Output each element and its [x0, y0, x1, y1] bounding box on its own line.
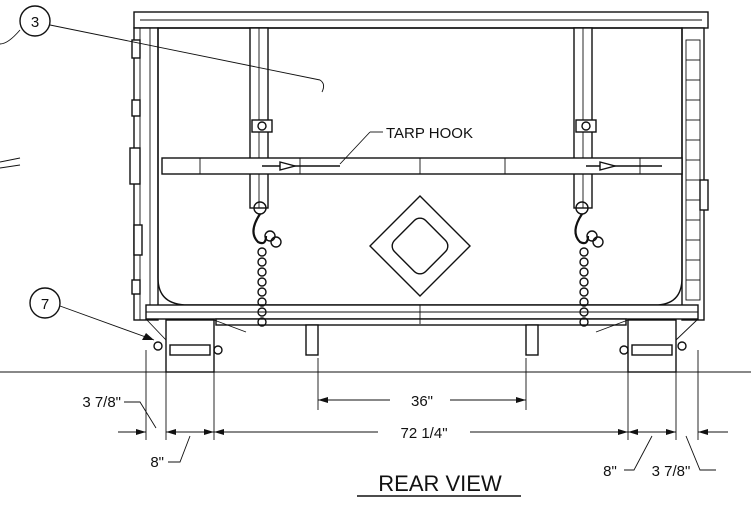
tarp-rail — [161, 157, 683, 175]
dimension-72-1-4-text: 72 1/4" — [400, 425, 447, 442]
dimension-left-width-text: 8" — [150, 454, 164, 471]
right-vertical-post — [573, 27, 597, 209]
dimension-right-width-text: 8" — [603, 463, 617, 480]
callout-7: 7 — [29, 287, 155, 341]
view-title-text: REAR VIEW — [378, 471, 502, 496]
tarp-hook-label: TARP HOOK — [386, 125, 473, 142]
dimension-36-text: 36" — [411, 393, 433, 410]
dimension-extension-lines — [145, 350, 699, 440]
dimension-right-offset-text: 3 7/8" — [652, 463, 691, 480]
right-runner — [595, 318, 699, 373]
tarp-hook-callout: TARP HOOK — [339, 125, 473, 165]
left-lift-chain — [252, 201, 282, 327]
diamond-placard — [369, 195, 471, 297]
dimension-72-1-4: 72 1/4" — [214, 425, 628, 442]
callout-7-number: 7 — [41, 296, 49, 313]
dimension-left-small: 3 7/8" 8" — [82, 394, 214, 471]
callout-3: 3 — [0, 5, 325, 93]
left-vertical-post — [249, 27, 273, 209]
inner-skid-feet — [305, 324, 539, 356]
left-door-hinges — [0, 39, 143, 295]
callout-3-number: 3 — [31, 14, 39, 31]
dimension-36: 36" — [318, 393, 526, 410]
dimension-right-small: 8" 3 7/8" — [603, 429, 728, 480]
right-ladder-detail — [685, 39, 709, 301]
right-lift-chain — [574, 201, 604, 327]
left-runner — [145, 318, 247, 373]
dimension-left-offset-text: 3 7/8" — [82, 394, 121, 411]
view-title: REAR VIEW — [357, 471, 521, 497]
